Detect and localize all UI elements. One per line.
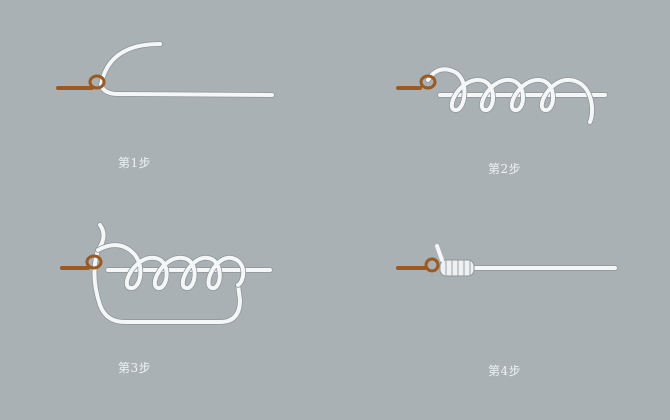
step-2-illustration: [396, 66, 608, 125]
line-coils: [426, 67, 595, 124]
hook-eye: [419, 74, 437, 90]
step-1-label: 第1步: [118, 156, 152, 170]
step-4-label: 第4步: [488, 364, 522, 378]
hook-eye: [424, 257, 440, 273]
step-2-label: 第2步: [488, 162, 522, 176]
hook-eye: [88, 74, 106, 90]
step-3-label: 第3步: [118, 361, 152, 375]
knot-wraps: [439, 259, 475, 277]
fishing-line: [99, 42, 274, 97]
line-coils: [96, 243, 246, 290]
step-3-illustration: [60, 222, 273, 325]
step-4-illustration: [396, 244, 618, 277]
hook-eye: [85, 254, 103, 270]
tag-end: [435, 244, 444, 262]
tag-loop: [92, 223, 242, 324]
step-1-illustration: [56, 41, 275, 98]
